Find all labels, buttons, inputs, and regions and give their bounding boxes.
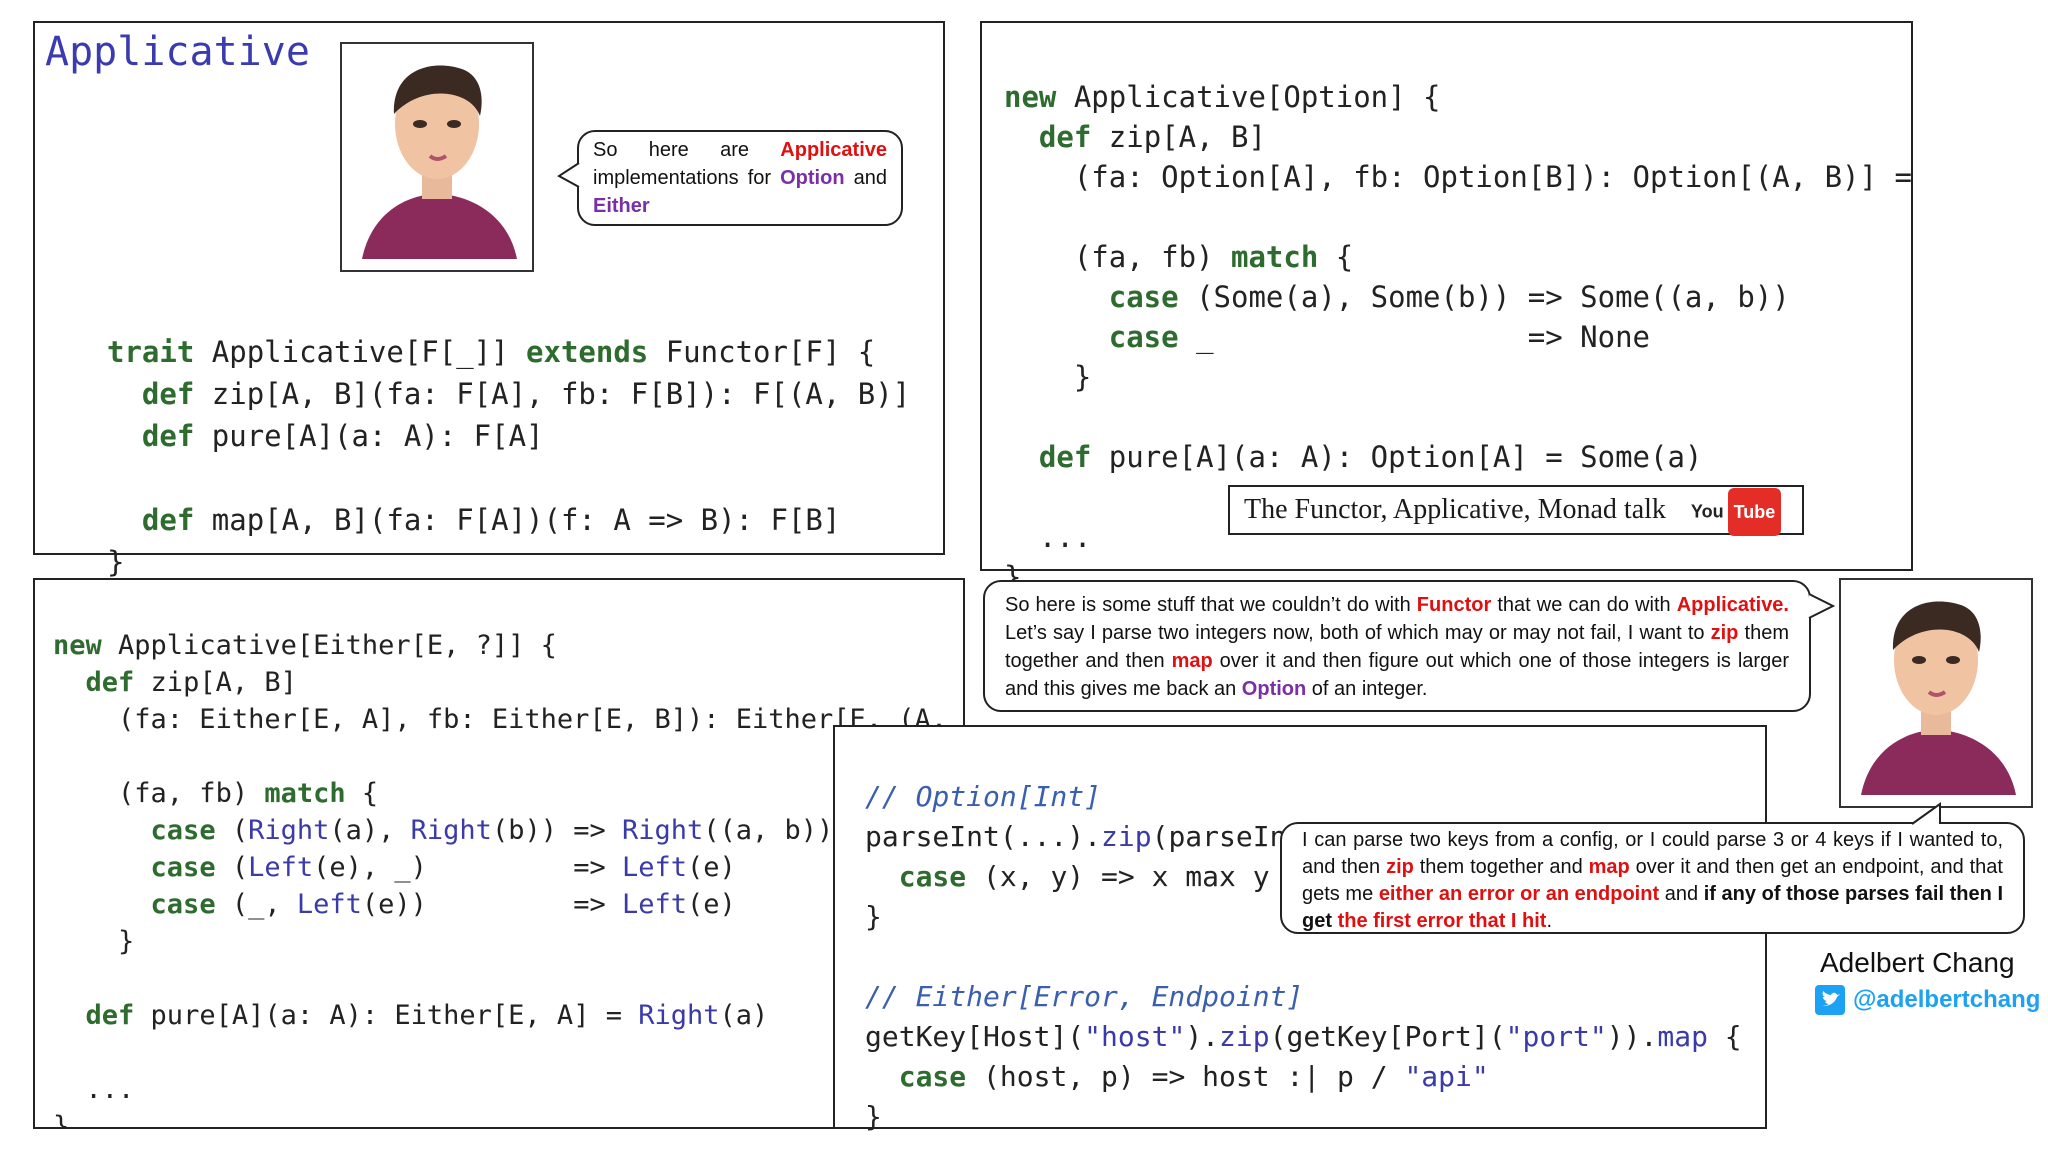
code-line: } (1073, 360, 1092, 394)
panel-option-instance: new Applicative[Option] { def zip[A, B] … (980, 21, 1913, 594)
code-line: case (x, y) => x max y (898, 860, 1270, 893)
bubble-highlight-applicative: Applicative (780, 139, 887, 161)
code-line: case (host, p) => host :| p / "api" (898, 1060, 1489, 1093)
author-name: Adelbert Chang (1820, 947, 2015, 978)
code-applicative-trait: trait Applicative[F[_]] extends Functor[… (107, 289, 910, 583)
talk-label-box: The Functor, Applicative, Monad talk You… (1228, 485, 1804, 536)
code-line: def map[A, B](fa: F[A])(f: A => B): F[B] (141, 503, 841, 537)
code-line: (fa: Either[E, A], fb: Either[E, B]): Ei… (118, 704, 965, 735)
code-line: case (Right(a), Right(b)) => Right((a, b… (150, 815, 834, 846)
code-line: case _ => None (1108, 320, 1651, 354)
code-line: ... (1038, 520, 1092, 554)
code-line: def zip[A, B] (85, 667, 297, 698)
bubble-highlight-map: map (1171, 650, 1213, 672)
code-line: case (_, Left(e)) => Left(e) (150, 889, 736, 920)
bubble-highlight-either: Either (593, 195, 650, 217)
panel-applicative-trait: Applicative So here are Applicative impl… (33, 21, 945, 579)
code-comment: // Either[Error, Endpoint] (865, 980, 1304, 1013)
bubble-highlight-zip: zip (1710, 622, 1739, 644)
code-line: } (118, 926, 135, 957)
bubble-text: them together and then (1005, 622, 1789, 672)
portrait-illustration (362, 65, 517, 259)
bubble-highlight-either-error: either an error or an endpoint (1378, 883, 1660, 905)
code-line: case (Left(e), _) => Left(e) (150, 852, 736, 883)
code-line: ... (85, 1074, 135, 1105)
portrait-illustration (1861, 601, 2016, 795)
code-line: } (53, 1111, 70, 1129)
bubble-text: I can parse two keys from a config, or I… (1302, 829, 2003, 878)
code-line: } (865, 1100, 882, 1133)
bubble-text: of an integer. (1306, 678, 1428, 700)
twitter-bird-icon (1815, 985, 1845, 1015)
author-handle-row[interactable]: @adelbertchang (1815, 985, 2040, 1015)
bubble-highlight-zip: zip (1386, 856, 1414, 878)
bubble-text: implementations for (593, 167, 781, 189)
code-line: def pure[A](a: A): Either[E, A] = Right(… (85, 1000, 769, 1031)
speaker-portrait (340, 42, 534, 272)
code-line: getKey[Host]("host").zip(getKey[Port]("p… (865, 1020, 1742, 1053)
code-usage-examples: // Option[Int] parseInt(...).zip(parseIn… (865, 737, 1742, 1137)
bubble-text: and (844, 167, 887, 189)
bubble-highlight-first-error: the first error that I hit (1337, 910, 1547, 932)
panel-title: Applicative (45, 29, 310, 75)
author-handle: @adelbertchang (1853, 986, 2041, 1013)
code-line: (fa: Option[A], fb: Option[B]): Option[(… (1073, 160, 1912, 194)
code-line: (fa, fb) match { (1073, 240, 1354, 274)
bubble-tail (1808, 593, 1836, 619)
code-line: def zip[A, B](fa: F[A], fb: F[B]): F[(A,… (141, 377, 911, 411)
code-line: } (865, 900, 882, 933)
panel-either-instance: new Applicative[Either[E, ?]] { def zip[… (33, 578, 965, 1129)
speech-bubble-functor: So here is some stuff that we couldn’t d… (983, 580, 1811, 712)
speech-bubble-intro: So here are Applicative implementations … (577, 130, 903, 226)
bubble-text: that we can do with (1491, 594, 1677, 616)
code-line: trait Applicative[F[_]] extends Functor[… (107, 335, 876, 369)
code-line: (fa, fb) match { (118, 778, 379, 809)
code-option-instance: new Applicative[Option] { def zip[A, B] … (1004, 37, 1912, 597)
speaker-portrait-secondary (1839, 578, 2033, 808)
code-line: def zip[A, B] (1038, 120, 1266, 154)
code-line: new Applicative[Option] { (1004, 80, 1441, 114)
bubble-highlight-functor: Functor (1416, 594, 1492, 616)
speech-bubble-config: I can parse two keys from a config, or I… (1280, 822, 2025, 934)
code-either-instance: new Applicative[Either[E, ?]] { def zip[… (53, 590, 965, 1129)
code-comment: // Option[Int] (865, 780, 1102, 813)
code-line: case (Some(a), Some(b)) => Some((a, b)) (1108, 280, 1790, 314)
code-line: } (107, 545, 125, 579)
code-line: new Applicative[Either[E, ?]] { (53, 630, 557, 661)
bubble-highlight-option: Option (1241, 678, 1307, 700)
bubble-emphasis: if any of those parses fail then I get (1302, 883, 2004, 932)
bubble-highlight-applicative: Applicative. (1676, 594, 1789, 616)
bubble-text: over it and then get an endpoint, and th… (1302, 856, 2003, 905)
bubble-tail (557, 162, 580, 188)
bubble-text: and (1659, 883, 1704, 905)
bubble-text: So here are (593, 139, 781, 161)
talk-label: The Functor, Applicative, Monad talk (1244, 494, 1666, 525)
bubble-highlight-map: map (1588, 856, 1630, 878)
bubble-text: Let’s say I parse two integers now, both… (1005, 622, 1711, 644)
bubble-text: . (1546, 910, 1553, 932)
code-line: def pure[A](a: A): F[A] (141, 419, 544, 453)
code-line: def pure[A](a: A): Option[A] = Some(a) (1038, 440, 1703, 474)
bubble-text: over it and then figure out which one of… (1005, 650, 1789, 700)
bubble-highlight-option: Option (780, 167, 845, 189)
bubble-tail (1911, 802, 1941, 825)
bubble-text: So here is some stuff that we couldn’t d… (1005, 594, 1417, 616)
bubble-text: them together and (1413, 856, 1589, 878)
